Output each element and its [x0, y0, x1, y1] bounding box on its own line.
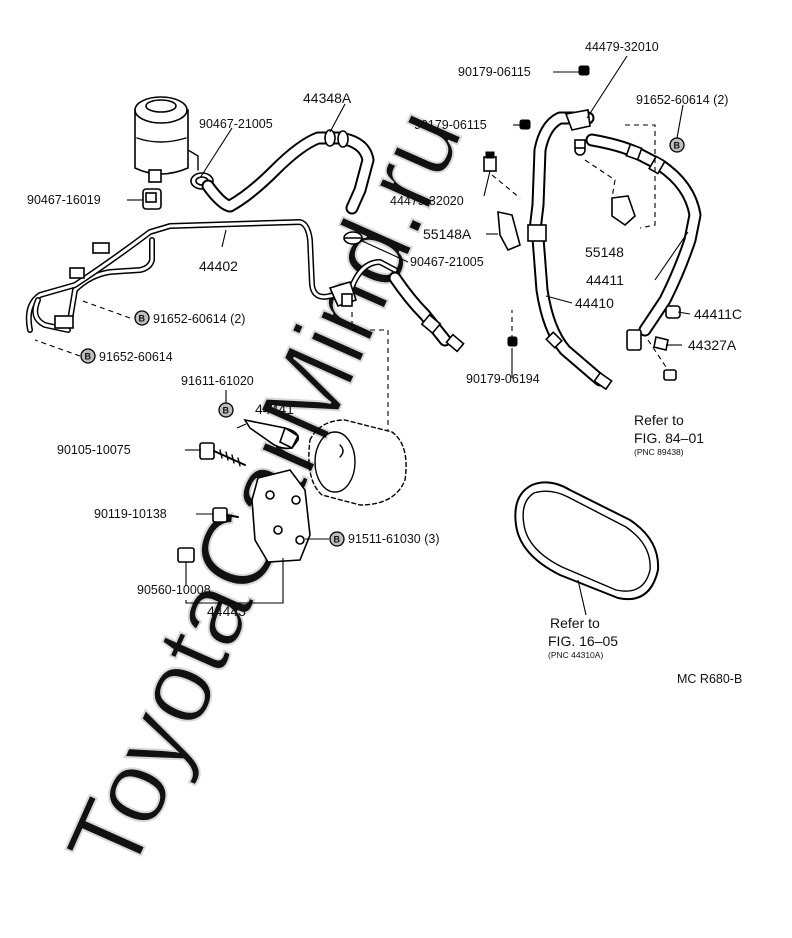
clamp-44479-32020: [483, 151, 497, 172]
dash-right-2: [584, 159, 616, 199]
label-90179-06115-mid: 90179-06115: [414, 118, 487, 132]
connector-44327a: [626, 329, 669, 351]
ref-fig84-line2: FIG. 84–01: [634, 430, 704, 446]
label-90467-21005-upper: 90467-21005: [199, 117, 273, 131]
leader-lines: [34, 55, 691, 616]
label-90560-10008: 90560-10008: [137, 583, 211, 597]
label-91652-60614-right: 91652-60614 (2): [636, 93, 728, 107]
ref-fig16-line2: FIG. 16–05: [548, 633, 618, 649]
figure-code: MC R680-B: [677, 672, 742, 686]
pressure-pipe-44402: [25, 219, 398, 333]
pipe-clamp-bracket: [328, 281, 358, 307]
nut-90179-top: [578, 65, 590, 76]
label-91611-61020: 91611-61020: [181, 374, 254, 388]
label-44411: 44411: [586, 272, 624, 288]
svg-text:B: B: [223, 406, 230, 416]
bracket-44441: [243, 418, 300, 450]
label-44411c: 44411C: [694, 306, 742, 322]
label-90467-21005-lower: 90467-21005: [410, 255, 484, 269]
bolt-marker-left-1: B: [134, 310, 150, 326]
dash-right-3: [625, 124, 656, 229]
hose-clamp-mid: [343, 231, 363, 245]
label-44410: 44410: [575, 295, 614, 311]
ref-fig84-line1: Refer to: [634, 412, 684, 428]
label-44402: 44402: [199, 258, 238, 274]
reservoir-bracket-clip: [142, 188, 162, 210]
bolt-90105: [199, 442, 246, 467]
bolt-90119: [212, 507, 239, 523]
drive-belt: [514, 481, 660, 601]
label-44348a: 44348A: [303, 90, 352, 106]
bolt-marker-left-2: B: [80, 348, 96, 364]
nut-90560: [177, 547, 195, 563]
svg-text:B: B: [674, 141, 681, 151]
svg-text:B: B: [85, 352, 92, 362]
bracket-44443: [251, 469, 311, 563]
bolt-marker-91511: B: [329, 531, 345, 547]
dash-right-5: [647, 339, 669, 371]
label-90105-10075: 90105-10075: [57, 443, 131, 457]
return-hose-44411: [585, 133, 702, 337]
return-hose-44348a: [201, 129, 375, 215]
connector-44411c: [665, 305, 681, 319]
label-44441: 44441: [255, 401, 294, 417]
label-55148a: 55148A: [423, 226, 472, 242]
reservoir-tank: [134, 96, 199, 183]
power-steering-pump: [308, 419, 407, 506]
label-55148: 55148: [585, 244, 624, 260]
label-44479-32020: 44479-32020: [390, 194, 464, 208]
pressure-hose-44410: [527, 111, 613, 391]
label-44327a: 44327A: [688, 337, 737, 353]
pressure-hose-end: [388, 271, 465, 353]
label-90179-06115-top: 90179-06115: [458, 65, 531, 79]
label-90179-06194: 90179-06194: [466, 372, 540, 386]
label-91652-60614-left-2: 91652-60614 (2): [153, 312, 245, 326]
bolt-marker-right: B: [669, 137, 685, 153]
fitting-refer-84: [663, 369, 677, 381]
bolt-marker-91611: B: [218, 402, 234, 418]
label-44443: 44443: [207, 603, 246, 619]
label-90467-16019: 90467-16019: [27, 193, 101, 207]
nut-90179-mid: [519, 119, 531, 130]
svg-text:B: B: [334, 535, 341, 545]
svg-text:B: B: [139, 314, 146, 324]
label-44479-32010: 44479-32010: [585, 40, 659, 54]
bracket-55148a: [497, 210, 521, 252]
label-91511-61030: 91511-61030 (3): [348, 532, 440, 546]
label-90119-10138: 90119-10138: [94, 507, 167, 521]
dash-right-1: [491, 174, 521, 199]
ref-fig84-pnc: (PNC 89438): [634, 447, 684, 457]
ref-fig16-line1: Refer to: [550, 615, 600, 631]
label-91652-60614-left: 91652-60614: [99, 350, 173, 364]
bracket-55148: [611, 195, 636, 227]
pump-dashed-link: [351, 312, 389, 430]
clamp-44479-32010: [564, 109, 591, 156]
ref-fig16-pnc: (PNC 44310A): [548, 650, 603, 660]
